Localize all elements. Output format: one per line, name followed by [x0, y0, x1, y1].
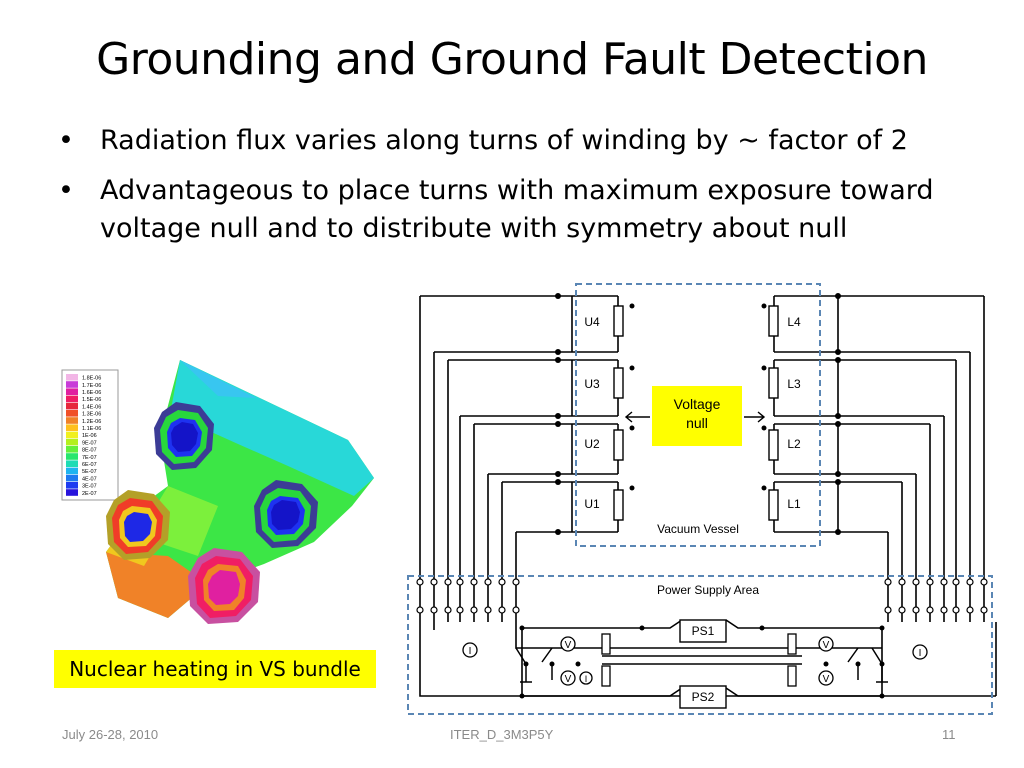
- meter-label: I: [469, 646, 472, 657]
- vacuum-vessel-label: Vacuum Vessel: [657, 522, 739, 536]
- page-number: 11: [942, 727, 956, 742]
- power-supply-area-boundary: [407, 575, 993, 715]
- ps1-label: PS1: [692, 624, 715, 638]
- footer-date: July 26-28, 2010: [62, 727, 159, 742]
- legend-value: 1.6E-06: [82, 390, 101, 396]
- legend-value: 1.3E-06: [82, 412, 101, 418]
- coil-label: L2: [787, 437, 801, 451]
- legend-swatch: [66, 474, 78, 482]
- legend-swatch: [66, 446, 78, 453]
- bullet-text: Radiation flux varies along turns of win…: [100, 125, 908, 156]
- voltmeter-icon: [818, 636, 834, 652]
- voltmeter-icon: [560, 636, 576, 652]
- legend-swatch: [66, 381, 78, 388]
- nuclear-heating-figure: 1.8E-061.7E-061.6E-061.5E-061.4E-06 1.3E-…: [61, 360, 374, 624]
- legend-swatch: [66, 417, 78, 424]
- meter-label: V: [823, 674, 830, 685]
- voltmeter-icon: [560, 670, 576, 686]
- legend-value: 3E-07: [82, 484, 97, 490]
- legend-value: 1.2E-06: [82, 419, 101, 425]
- meter-label: V: [823, 640, 830, 651]
- legend-swatch: [66, 424, 78, 431]
- legend-value: 2E-07: [82, 491, 97, 497]
- footer-doc-id: ITER_D_3M3P5Y: [450, 727, 554, 742]
- legend-value: 9E-07: [82, 440, 97, 446]
- current-meter-icon: [579, 671, 593, 685]
- legend-swatch: [66, 438, 78, 446]
- bullet-list: • Radiation flux varies along turns of wi…: [58, 122, 988, 260]
- legend-value: 5E-07: [82, 469, 97, 475]
- legend-value: 7E-07: [82, 455, 97, 461]
- meter-label: I: [919, 648, 922, 659]
- legend-value: 1.5E-06: [82, 397, 101, 403]
- bullet-item: • Advantageous to place turns with maximu…: [58, 172, 988, 248]
- legend-swatch: [66, 453, 78, 460]
- conductor-octagon: [188, 548, 260, 624]
- color-legend: 1.8E-061.7E-061.6E-061.5E-061.4E-06 1.3E-…: [61, 369, 119, 501]
- vacuum-vessel-boundary: [575, 283, 821, 547]
- voltage-null-box: [652, 386, 742, 446]
- coil-label: L1: [787, 497, 801, 511]
- legend-value: 8E-07: [82, 448, 97, 454]
- power-supply-area-label: Power Supply Area: [657, 583, 759, 597]
- legend-swatch: [66, 489, 78, 496]
- legend-swatch: [66, 374, 78, 381]
- coil-label: U3: [584, 377, 600, 391]
- bullet-text: Advantageous to place turns with maximum…: [100, 175, 934, 244]
- legend-swatch: [66, 395, 78, 403]
- coil-label: U4: [584, 315, 600, 329]
- legend-swatch: [66, 460, 78, 467]
- conductor-octagon: [106, 490, 170, 560]
- legend-value: 1.8E-06: [82, 376, 101, 382]
- bullet-item: • Radiation flux varies along turns of wi…: [58, 122, 988, 160]
- legend-swatch: [66, 410, 78, 417]
- legend-value: 4E-07: [82, 476, 97, 482]
- current-meter-icon: [912, 644, 928, 660]
- legend-swatch: [66, 482, 78, 489]
- legend-swatch: [66, 467, 78, 475]
- legend-swatch: [66, 402, 78, 410]
- slide-title: Grounding and Ground Fault Detection: [96, 34, 928, 85]
- ps2-label: PS2: [692, 690, 715, 704]
- terminal-row: [416, 578, 988, 614]
- arrow-icon: [624, 411, 766, 423]
- current-meter-icon: [462, 642, 478, 658]
- legend-value: 1.7E-06: [82, 383, 101, 389]
- bullet-marker: •: [58, 175, 74, 206]
- legend-swatch: [66, 388, 78, 395]
- coil-label: L4: [787, 315, 801, 329]
- legend-value: 1.1E-06: [82, 426, 101, 432]
- legend-value: 1.4E-06: [82, 404, 101, 410]
- legend-swatch: [66, 431, 78, 439]
- coil-label: U1: [584, 497, 600, 511]
- meter-label: I: [585, 674, 588, 684]
- ps1-block: [679, 619, 727, 643]
- ps2-block: [679, 685, 727, 709]
- legend-value: 1E-06: [82, 433, 97, 439]
- legend-value: 6E-07: [82, 462, 97, 468]
- figure-caption: Nuclear heating in VS bundle: [54, 650, 376, 688]
- voltage-null-label: null: [686, 415, 708, 431]
- voltage-null-label: Voltage: [674, 396, 721, 412]
- coil-label: U2: [584, 437, 600, 451]
- meter-label: V: [565, 674, 572, 685]
- conductor-octagon: [254, 480, 318, 548]
- coil-label: L3: [787, 377, 801, 391]
- conductor-octagon: [154, 402, 214, 470]
- meter-label: V: [565, 640, 572, 651]
- bullet-marker: •: [58, 125, 74, 156]
- voltmeter-icon: [818, 670, 834, 686]
- circuit-schematic: U4 U3 U2 U1 L4 L3 L2 L1 Voltage null Vac…: [407, 283, 997, 715]
